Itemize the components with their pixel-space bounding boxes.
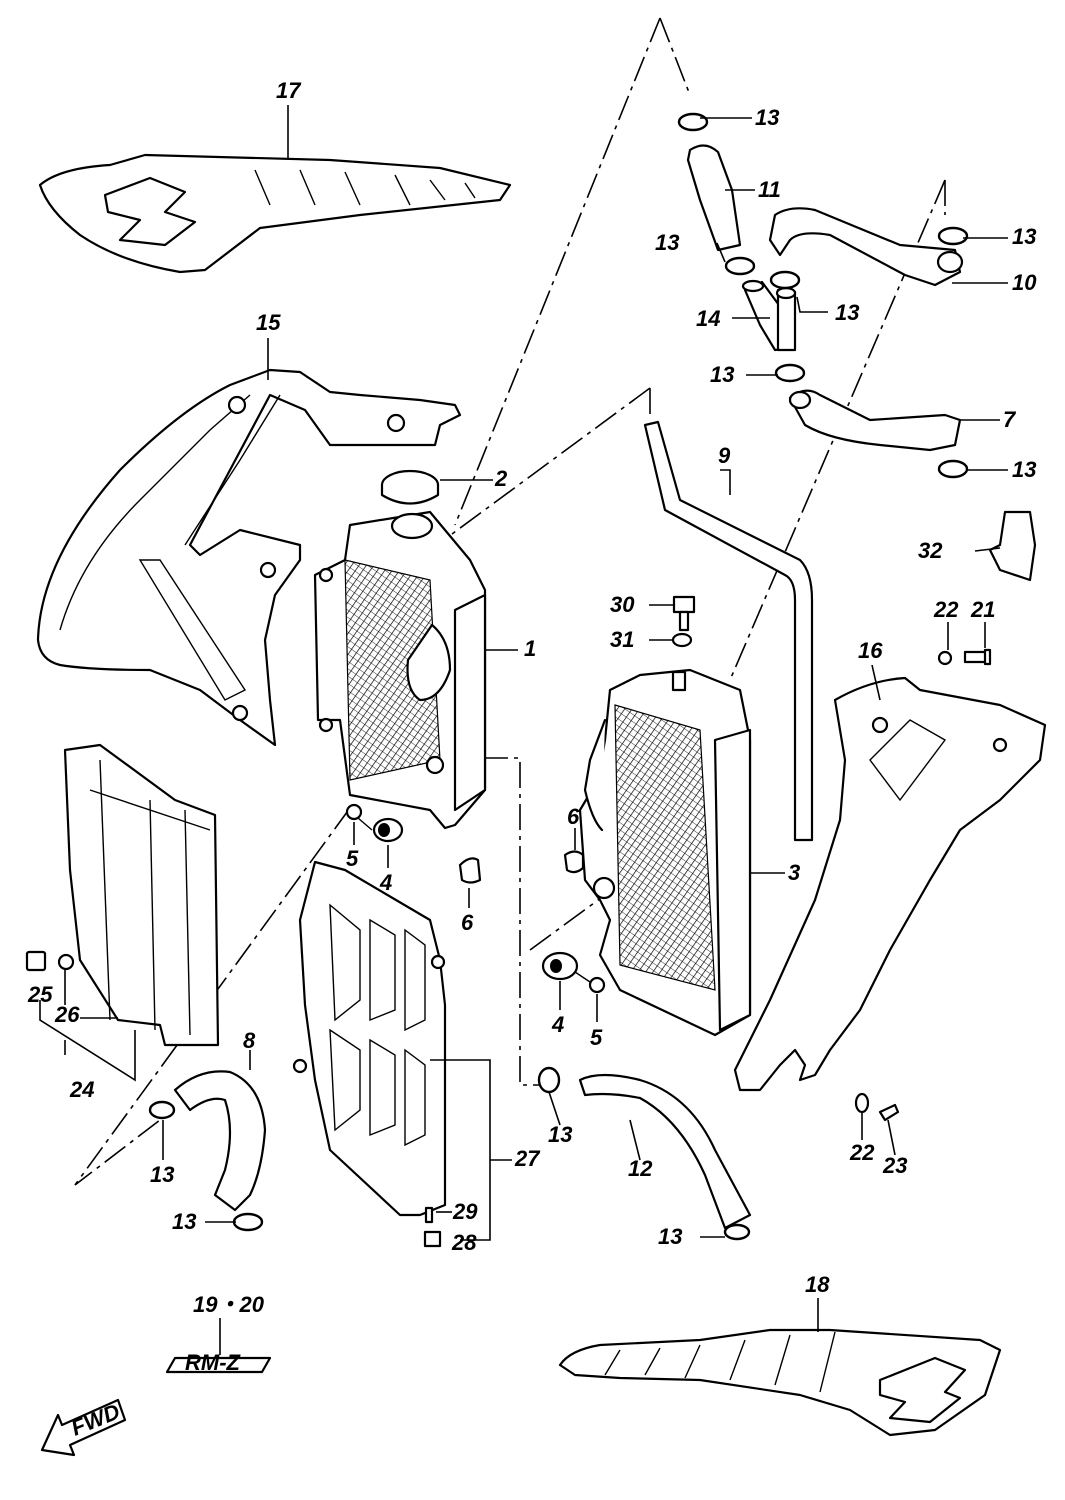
callout-22-b: 22 xyxy=(849,1140,875,1165)
callout-22-a: 22 xyxy=(933,597,959,622)
hose-lower-left xyxy=(173,1070,267,1212)
callout-8: 8 xyxy=(243,1028,256,1053)
callout-13-b: 13 xyxy=(1012,224,1036,249)
bolt-and-washer xyxy=(671,595,696,648)
hose-lower-right xyxy=(578,1073,752,1230)
callout-7: 7 xyxy=(1003,407,1017,432)
callout-15: 15 xyxy=(256,310,281,335)
callout-4-a: 4 xyxy=(379,870,392,895)
callout-13-h: 13 xyxy=(172,1209,196,1234)
callout-1: 1 xyxy=(524,636,536,661)
callout-31: 31 xyxy=(610,627,634,652)
callout-11: 11 xyxy=(758,177,781,202)
callout-18: 18 xyxy=(805,1272,830,1297)
callout-28: 28 xyxy=(451,1230,477,1255)
callout-5-a: 5 xyxy=(346,846,359,871)
hose-upper-10 xyxy=(768,207,964,287)
guard-fasteners xyxy=(423,1206,442,1248)
callout-13-e: 13 xyxy=(710,362,734,387)
callout-21: 21 xyxy=(970,597,995,622)
callout-13-j: 13 xyxy=(658,1224,682,1249)
callout-25: 25 xyxy=(27,982,53,1007)
callout-19-20: 19・20 xyxy=(193,1292,265,1317)
leader-lines xyxy=(39,105,1008,1355)
shroud-decal-right xyxy=(558,1328,1002,1437)
grommet-and-bolt-left xyxy=(345,803,482,884)
radiator-left xyxy=(313,510,487,830)
forward-direction-arrow: FWD xyxy=(40,1399,127,1457)
callout-5-b: 5 xyxy=(590,1025,603,1050)
clip-nut xyxy=(25,950,75,972)
callout-13-i: 13 xyxy=(548,1122,572,1147)
emblem-text: RM-Z xyxy=(185,1350,242,1375)
hose-upper-11 xyxy=(686,144,742,252)
callout-4-b: 4 xyxy=(551,1012,564,1037)
callout-17: 17 xyxy=(276,78,302,103)
callout-12: 12 xyxy=(628,1156,653,1181)
callout-3: 3 xyxy=(788,860,800,885)
callout-29: 29 xyxy=(452,1199,478,1224)
hose-clamps xyxy=(148,112,969,1241)
callout-27: 27 xyxy=(514,1146,541,1171)
callout-6-a: 6 xyxy=(461,910,474,935)
callout-24: 24 xyxy=(69,1077,94,1102)
overflow-tube xyxy=(643,420,814,842)
radiator-shroud-right xyxy=(733,676,1047,1092)
callout-13-f: 13 xyxy=(1012,457,1036,482)
radiator-cap xyxy=(380,469,440,505)
radiator-right xyxy=(578,668,752,1037)
callout-6-b: 6 xyxy=(567,804,580,829)
callout-13-c: 13 xyxy=(655,230,679,255)
radiator-shroud-left xyxy=(36,368,462,747)
grommet-and-bolt-right xyxy=(541,850,606,994)
rmz-emblem: RM-Z xyxy=(165,1350,272,1375)
shroud-decal-left xyxy=(38,153,512,274)
callout-26: 26 xyxy=(54,1002,80,1027)
callout-2: 2 xyxy=(494,466,508,491)
radiator-guard-inner xyxy=(63,743,220,1047)
callout-10: 10 xyxy=(1012,270,1037,295)
radiator-guard xyxy=(292,860,447,1217)
callout-16: 16 xyxy=(858,638,883,663)
callout-9: 9 xyxy=(718,443,731,468)
callout-14: 14 xyxy=(696,306,720,331)
hose-upper-7 xyxy=(788,389,962,452)
callout-labels: 17 15 2 1 3 13 11 13 10 13 13 14 13 7 13… xyxy=(27,78,1037,1317)
callout-32: 32 xyxy=(918,538,943,563)
hose-joint-14 xyxy=(741,279,797,352)
hose-bracket xyxy=(988,510,1037,582)
callout-23: 23 xyxy=(882,1153,907,1178)
callout-30: 30 xyxy=(610,592,635,617)
callout-13-a: 13 xyxy=(755,105,779,130)
callout-13-d: 13 xyxy=(835,300,859,325)
callout-13-g: 13 xyxy=(150,1162,174,1187)
